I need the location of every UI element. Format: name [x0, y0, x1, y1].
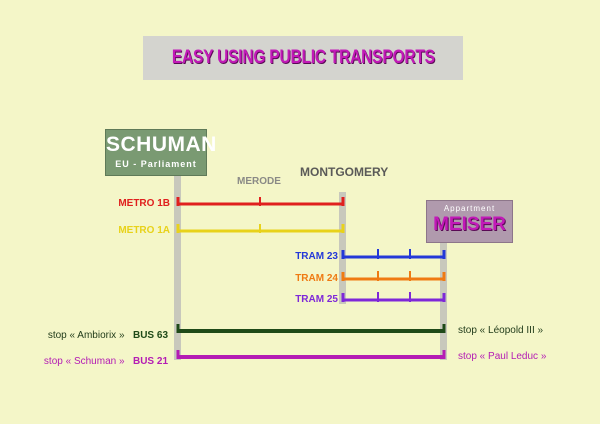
bus-63-left-group: stop « Ambiorix » BUS 63 [48, 325, 168, 343]
tram-25-line [341, 292, 446, 302]
bus-21-left-group: stop « Schuman » BUS 21 [44, 351, 168, 369]
meiser-name: MEISER [433, 214, 506, 235]
metro-1a-line [176, 224, 345, 233]
metro-1b-label: METRO 1B [118, 198, 170, 209]
metro-1b-line [176, 197, 345, 206]
meiser-station-box: Appartment MEISER [426, 200, 513, 243]
bus-63-stop-left: stop « Ambiorix » [47, 330, 125, 341]
bus-21-stop-right: stop « Paul Leduc » [458, 351, 547, 362]
bus-21-stop-left: stop « Schuman » [43, 356, 125, 367]
diagram-title: EASY USING PUBLIC TRANSPORTS [171, 47, 435, 68]
montgomery-label: MONTGOMERY [300, 165, 389, 179]
tram-23-line [341, 249, 446, 259]
bus-21-line [176, 350, 446, 359]
tram-23-label: TRAM 23 [295, 251, 338, 262]
metro-1a-label: METRO 1A [118, 225, 170, 236]
schuman-subtitle: EU - Parliament [115, 159, 197, 169]
schuman-name: SCHUMAN [106, 133, 217, 156]
merode-label: MERODE [237, 176, 281, 187]
tram-24-label: TRAM 24 [295, 273, 338, 284]
schuman-pillar [174, 176, 181, 360]
schuman-station-box: SCHUMAN EU - Parliament [105, 129, 217, 176]
tram-25-label: TRAM 25 [295, 294, 338, 305]
montgomery-pillar [339, 192, 346, 304]
bus-63-stop-right: stop « Léopold III » [458, 325, 544, 336]
title-banner: EASY USING PUBLIC TRANSPORTS [143, 36, 463, 80]
meiser-subtitle: Appartment [443, 204, 496, 213]
bus-63-line [176, 324, 446, 333]
tram-24-line [341, 271, 446, 281]
bus-63-label: BUS 63 [132, 330, 168, 341]
bus-21-label: BUS 21 [132, 356, 168, 367]
